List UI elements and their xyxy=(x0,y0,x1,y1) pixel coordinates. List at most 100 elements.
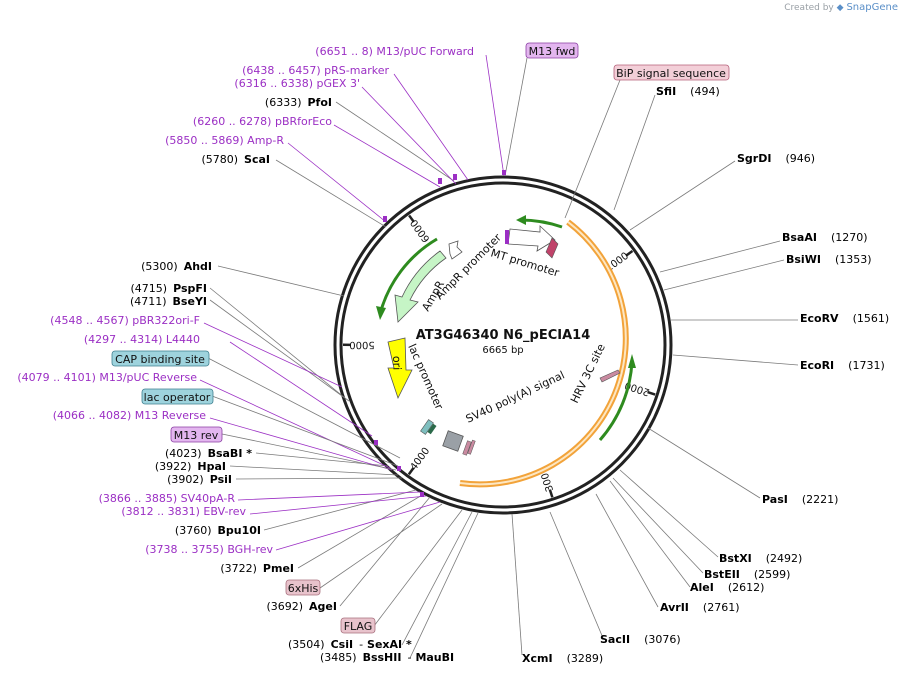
enzyme-name: CsiI xyxy=(331,638,353,651)
enzyme-name: PmeI xyxy=(263,562,294,575)
enzyme-name: SacII xyxy=(600,633,630,646)
ori-arrow xyxy=(387,337,413,400)
tick-mark xyxy=(625,249,634,257)
primer-mark xyxy=(438,178,442,184)
his-label: 6xHis xyxy=(288,582,319,595)
enzyme-labels-bottom: (3504)CsiI-SexAI * (3485)BssHII-MauBI xyxy=(288,638,454,664)
svg-text:(6333)PfoI: (6333)PfoI xyxy=(265,96,332,109)
flag-label: FLAG xyxy=(344,620,373,633)
cap-box xyxy=(111,350,210,367)
feature-arcs xyxy=(374,170,636,497)
enzyme-name: BssHII xyxy=(363,651,402,664)
primer-label: (6651 .. 8) M13/pUC Forward xyxy=(315,45,474,58)
enzyme-name: MauBI xyxy=(415,651,454,664)
enzyme-pos: (494) xyxy=(690,85,720,98)
enzyme-name: ScaI xyxy=(244,153,270,166)
m13-fwd-label: M13 fwd xyxy=(529,45,576,58)
leader-lines xyxy=(199,54,799,659)
enzyme-pos: (2599) xyxy=(754,568,791,581)
enzyme-pos: (1561) xyxy=(853,312,890,325)
enzyme-labels-right: SfiI(494) SgrDI(946) BsaAI(1270) BsiWI(1… xyxy=(522,85,889,665)
sv40-polya-box xyxy=(442,430,464,452)
primer-label: (3866 .. 3885) SV40pA-R xyxy=(99,492,236,505)
green-arrowhead-bip xyxy=(516,215,526,225)
cds-orange-core xyxy=(459,221,627,486)
enzyme-name: EcoRV xyxy=(800,312,839,325)
tick-label: 4000 xyxy=(408,446,432,473)
primer-label: (3812 .. 3831) EBV-rev xyxy=(121,505,246,518)
hrv-marker xyxy=(599,369,621,383)
tick-mark xyxy=(407,467,415,476)
cap-feature xyxy=(427,423,437,435)
lac-operator-box xyxy=(141,388,214,405)
green-arrowhead-ampr xyxy=(376,306,386,320)
m13-rev-label: M13 rev xyxy=(174,429,219,442)
primer-label: (3738 .. 3755) BGH-rev xyxy=(145,543,273,556)
svg-text:(5780)ScaI: (5780)ScaI xyxy=(201,153,270,166)
green-arrow-hrv xyxy=(598,361,634,441)
bip-label: BiP signal sequence xyxy=(616,67,726,80)
plasmid-name: AT3G46340 N6_pECIA14 xyxy=(416,328,591,343)
enzyme-pos: (3760) xyxy=(175,524,212,537)
enzyme-name: BsaAI xyxy=(782,231,817,244)
tick-mark xyxy=(408,214,415,223)
bip-marker xyxy=(545,237,559,259)
enzyme-name: PspFI xyxy=(173,282,207,295)
tick-mark xyxy=(647,390,656,396)
bip-box xyxy=(613,64,730,81)
enzyme-pos: (3902) xyxy=(167,473,204,486)
credit-brand: SnapGene xyxy=(846,2,898,13)
enzyme-name: Bpu10I xyxy=(218,524,262,537)
enzyme-pos: (3922) xyxy=(155,460,192,473)
svg-text:(3485)BssHII-MauBI: (3485) BssHII-MauBI xyxy=(320,651,454,664)
enzyme-name: PasI xyxy=(762,493,788,506)
enzyme-name: AgeI xyxy=(309,600,337,613)
primer-mark xyxy=(502,170,506,175)
enzyme-pos: (5300) xyxy=(141,260,178,273)
lac-feature xyxy=(420,419,434,435)
enzyme-pos: (6333) xyxy=(265,96,302,109)
enzyme-name: XcmI xyxy=(522,652,553,665)
primer-mark xyxy=(374,440,378,445)
his-feature xyxy=(462,440,472,456)
primer-label: (6438 .. 6457) pRS-marker xyxy=(242,64,389,77)
lac-promoter-label: lac promoter xyxy=(405,342,446,412)
his-box xyxy=(285,579,321,596)
enzyme-pos: (2492) xyxy=(766,552,803,565)
svg-text:EcoRI(1731): EcoRI(1731) xyxy=(800,359,885,372)
enzyme-name: EcoRI xyxy=(800,359,834,372)
enzyme-pos: (1353) xyxy=(835,253,872,266)
plasmid-length: 6665 bp xyxy=(482,345,523,356)
enzyme-pos: (3722) xyxy=(220,562,257,575)
primer-label: (5850 .. 5869) Amp-R xyxy=(165,134,284,147)
primer-mark xyxy=(420,492,424,497)
flag-box xyxy=(340,617,376,634)
center-title: AT3G46340 N6_pECIA14 6665 bp xyxy=(416,328,591,356)
enzyme-pos: (3485) xyxy=(320,651,357,664)
enzyme-name: AhdI xyxy=(184,260,212,273)
enzyme-pos: (2221) xyxy=(802,493,839,506)
enzyme-pos: (4023) xyxy=(165,447,202,460)
svg-text:(3722)PmeI: (3722) PmeI xyxy=(220,562,294,575)
backbone xyxy=(333,175,673,515)
primer-label: (4066 .. 4082) M13 Reverse xyxy=(53,409,206,422)
m13-rev-box xyxy=(170,426,223,443)
svg-text:(4711)BseYI: (4711)BseYI xyxy=(130,295,207,308)
enzyme-name: BseYI xyxy=(173,295,207,308)
ampr-arrow xyxy=(394,250,447,323)
enzyme-name: BstEII xyxy=(704,568,740,581)
primer-labels: (6651 .. 8) M13/pUC Forward (6438 .. 645… xyxy=(17,45,474,556)
enzyme-name: HpaI xyxy=(197,460,226,473)
enzyme-pos: (3692) xyxy=(266,600,303,613)
svg-text:BsiWI(1353): BsiWI(1353) xyxy=(786,253,872,266)
enzyme-name: PsiI xyxy=(210,473,232,486)
mt-primer-mark xyxy=(505,230,509,244)
mt-promoter-arrow xyxy=(507,225,556,252)
primer-label: (4079 .. 4101) M13/pUC Reverse xyxy=(17,371,197,384)
cap-label: CAP binding site xyxy=(115,353,205,366)
primer-mark xyxy=(453,174,457,180)
enzyme-name: AleI xyxy=(690,581,714,594)
ampr-promoter-label: AmpR promoter xyxy=(433,231,504,302)
enzyme-name: SexAI * xyxy=(367,638,412,651)
enzyme-sep: - xyxy=(407,651,411,664)
